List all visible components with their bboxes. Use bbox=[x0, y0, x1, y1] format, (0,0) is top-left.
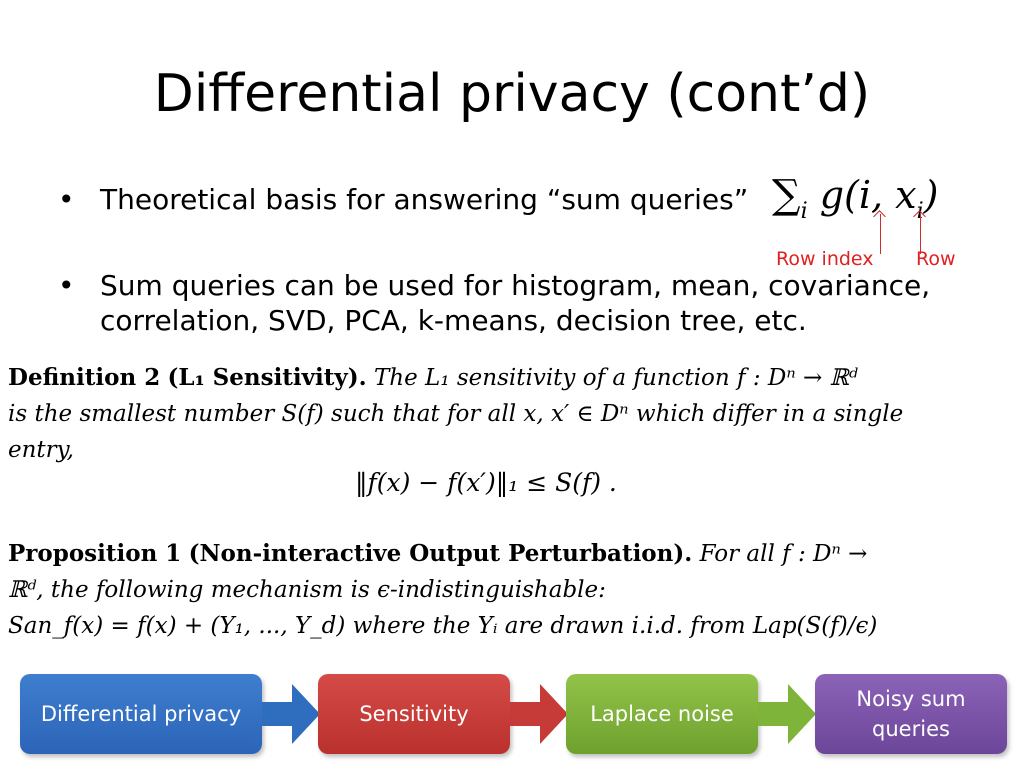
bullet-dot: • bbox=[58, 269, 75, 302]
definition-line-1: Definition 2 (L₁ Sensitivity). The L₁ se… bbox=[8, 360, 903, 396]
proposition-line-2: ℝᵈ, the following mechanism is ϵ-indisti… bbox=[8, 577, 606, 603]
formula-close: ) bbox=[923, 173, 939, 217]
slide-title: Differential privacy (cont’d) bbox=[153, 64, 871, 124]
definition-block: Definition 2 (L₁ Sensitivity). The L₁ se… bbox=[8, 360, 903, 468]
row-arrow bbox=[920, 214, 921, 254]
definition-line-2: is the smallest number S(f) such that fo… bbox=[8, 401, 904, 427]
flow-step-label: Sensitivity bbox=[359, 702, 469, 726]
row-index-arrow bbox=[880, 214, 881, 254]
flow-step-noisy-sum-queries: Noisy sum queries bbox=[815, 674, 1007, 754]
bullet-text: Sum queries can be used for histogram, m… bbox=[100, 269, 931, 302]
formula-body: g(i, x bbox=[819, 173, 917, 217]
proposition-line-1: Proposition 1 (Non-interactive Output Pe… bbox=[8, 536, 877, 572]
flow-step-label: Noisy sum queries bbox=[856, 687, 966, 741]
definition-label: Definition 2 bbox=[8, 364, 161, 391]
flow-arrow-icon bbox=[510, 684, 568, 744]
flow-step-label: Differential privacy bbox=[40, 702, 242, 726]
flow-step-laplace-noise: Laplace noise bbox=[566, 674, 758, 754]
flow-step-differential-privacy: Differential privacy bbox=[20, 674, 262, 754]
definition-title: (L₁ Sensitivity). bbox=[167, 364, 367, 391]
bullet-text: Theoretical basis for answering “sum que… bbox=[100, 183, 749, 216]
proposition-label: Proposition 1 bbox=[8, 540, 182, 567]
definition-line-3: entry, bbox=[8, 437, 74, 463]
sigma-symbol: ∑ bbox=[772, 172, 801, 218]
sensitivity-equation: ‖f(x) − f(x′)‖₁ ≤ S(f) . bbox=[355, 468, 617, 497]
flow-arrow-icon bbox=[262, 684, 320, 744]
row-index-label: Row index bbox=[776, 248, 874, 270]
proposition-title: (Non-interactive Output Perturbation). bbox=[188, 540, 693, 567]
proposition-block: Proposition 1 (Non-interactive Output Pe… bbox=[8, 536, 877, 644]
proposition-text-1: For all f : Dⁿ → bbox=[699, 541, 868, 567]
bullet-dot: • bbox=[58, 183, 75, 216]
row-label: Row bbox=[916, 248, 956, 270]
proposition-line-3: San_f(x) = f(x) + (Y₁, ..., Y_d) where t… bbox=[8, 613, 878, 639]
flow-step-sensitivity: Sensitivity bbox=[318, 674, 510, 754]
flow-arrow-icon bbox=[758, 684, 816, 744]
definition-text-1: The L₁ sensitivity of a function f : Dⁿ … bbox=[373, 365, 858, 391]
bullet-text-cont: correlation, SVD, PCA, k-means, decision… bbox=[100, 304, 807, 337]
flow-step-label: Laplace noise bbox=[590, 702, 734, 726]
formula-subscript: i bbox=[800, 199, 808, 224]
